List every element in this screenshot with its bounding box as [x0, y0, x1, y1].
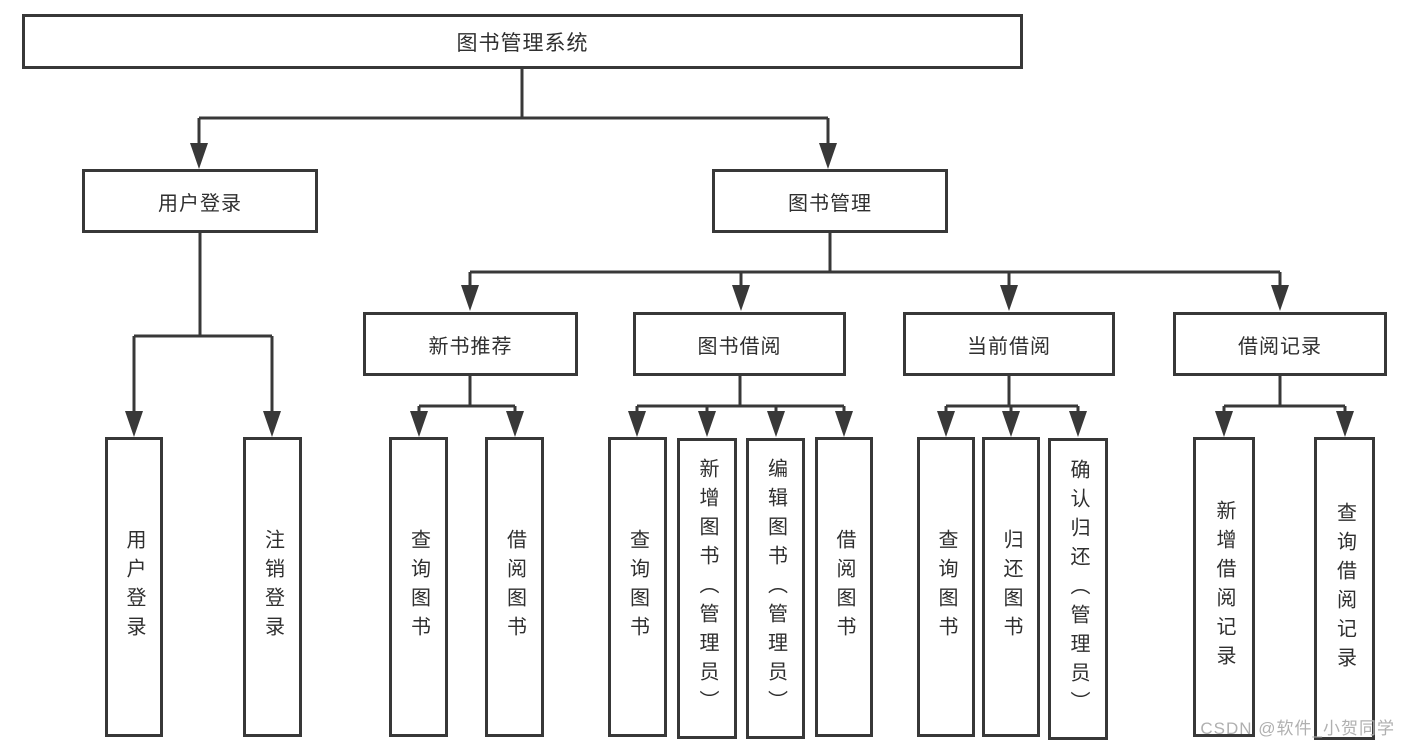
leaf-borrow-books-recommend: 借阅图书 — [485, 437, 544, 737]
leaf-logout: 注销登录 — [243, 437, 302, 737]
leaf-edit-books-admin: 编辑图书（管理员） — [746, 438, 805, 739]
node-book-borrow: 图书借阅 — [633, 312, 846, 376]
connector-current-borrow-to-leaves — [937, 376, 1087, 437]
node-borrow-records: 借阅记录 — [1173, 312, 1387, 376]
connector-new-book-recommend-to-leaves — [410, 376, 524, 437]
leaf-return-books: 归还图书 — [982, 437, 1040, 737]
connector-borrow-records-to-leaves — [1215, 376, 1354, 437]
leaf-query-books-borrow: 查询图书 — [608, 437, 667, 737]
node-root-system: 图书管理系统 — [22, 14, 1023, 69]
leaf-confirm-return-admin: 确认归还（管理员） — [1048, 438, 1108, 740]
node-book-management: 图书管理 — [712, 169, 948, 233]
node-current-borrow: 当前借阅 — [903, 312, 1115, 376]
node-new-book-recommend: 新书推荐 — [363, 312, 578, 376]
leaf-add-books-admin: 新增图书（管理员） — [677, 438, 737, 739]
leaf-user-login: 用户登录 — [105, 437, 163, 737]
connector-user-login-to-leaves — [125, 233, 281, 437]
connector-root-to-level2 — [190, 69, 837, 169]
leaf-borrow-books: 借阅图书 — [815, 437, 873, 737]
connector-book-mgmt-to-level3 — [461, 233, 1289, 311]
leaf-add-borrow-record: 新增借阅记录 — [1193, 437, 1255, 737]
node-user-login: 用户登录 — [82, 169, 318, 233]
connector-book-borrow-to-leaves — [628, 376, 853, 437]
leaf-query-books-recommend: 查询图书 — [389, 437, 448, 737]
leaf-query-books-current: 查询图书 — [917, 437, 975, 737]
leaf-query-borrow-record: 查询借阅记录 — [1314, 437, 1375, 740]
